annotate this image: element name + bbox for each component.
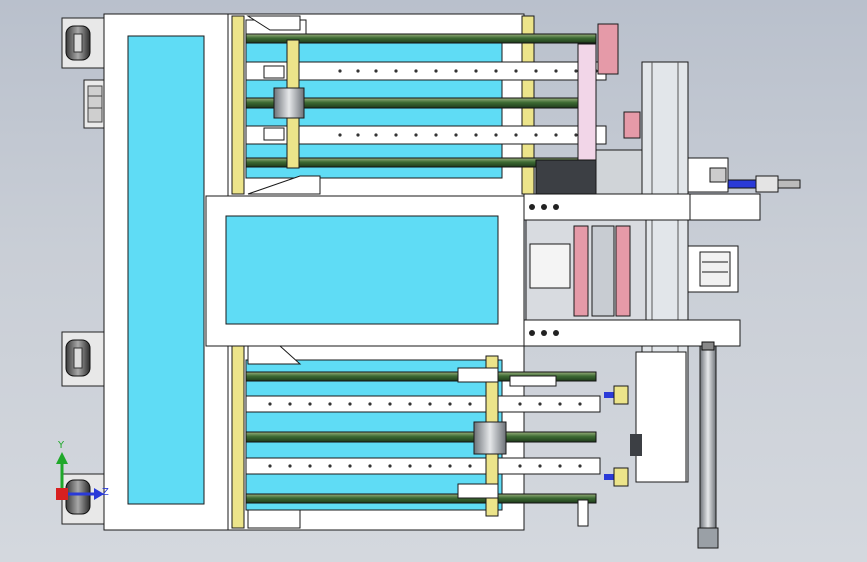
top-slide-holes [338, 69, 598, 137]
bottom-sensors [577, 385, 629, 527]
right-vertical-cylinder [630, 341, 719, 549]
yellow-plate-top-left [231, 15, 245, 195]
caster-wheel-bottom [61, 473, 105, 525]
pink-bracket-mid [623, 111, 641, 139]
caster-wheel-middle [61, 331, 105, 387]
caster-wheel-top [61, 17, 105, 69]
coordinate-triad [56, 452, 104, 500]
bottom-guide-rods [245, 371, 597, 504]
triad-z-label: Z [102, 487, 109, 498]
bottom-wedge-lower [247, 509, 301, 529]
bottom-wedge-upper [247, 345, 302, 365]
x-axis-marker [56, 488, 68, 500]
connector-block [83, 79, 107, 129]
upper-cylinder-assembly [687, 157, 801, 221]
middle-panel [225, 215, 499, 325]
top-carriage [263, 39, 305, 169]
middle-cylinder-assembly [687, 245, 739, 293]
top-wedge-upper [246, 15, 301, 31]
bottom-slide-bars [245, 395, 601, 475]
yellow-plate-bottom-left [231, 345, 245, 529]
center-mechanism [525, 149, 647, 321]
bottom-slide-holes [268, 402, 582, 468]
triad-y-label: Y [58, 440, 65, 451]
top-wedge-lower [247, 175, 321, 195]
frame-side-panel [127, 35, 205, 505]
pink-column [577, 43, 597, 175]
bottom-carriage [457, 355, 557, 517]
crossbar-bolts [529, 204, 559, 336]
pink-bracket-top [597, 23, 619, 75]
